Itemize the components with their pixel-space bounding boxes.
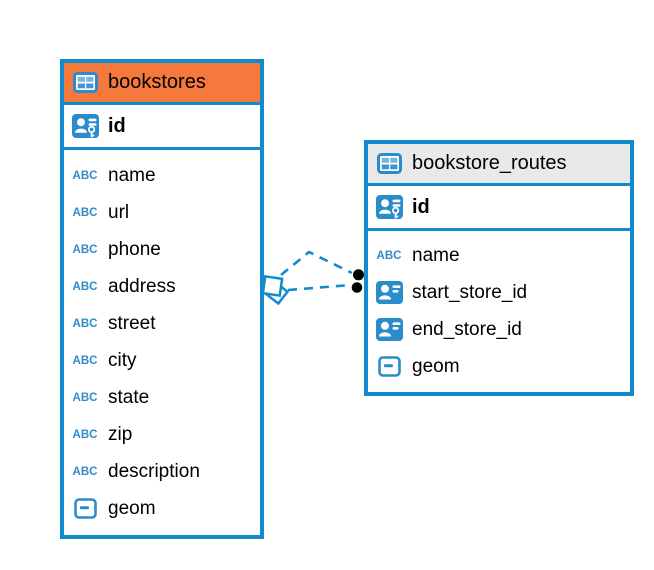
geometry-type-icon [375, 356, 403, 377]
column-name: address [108, 275, 176, 297]
column-row[interactable]: ABC name [368, 237, 630, 274]
column-row[interactable]: end_store_id [368, 311, 630, 348]
entity-header-bookstores[interactable]: bookstores [64, 63, 260, 105]
text-type-icon: ABC [72, 317, 98, 330]
relationship-line-2[interactable] [287, 283, 352, 292]
column-row-pk[interactable]: id [64, 105, 260, 147]
entity-table-bookstore-routes[interactable]: bookstore_routes id [364, 140, 634, 396]
column-name: description [108, 460, 200, 482]
text-type-icon: ABC [72, 428, 98, 441]
column-row[interactable]: ABC name [64, 157, 260, 194]
column-row[interactable]: start_store_id [368, 274, 630, 311]
text-type-icon: ABC [72, 354, 98, 367]
column-row[interactable]: ABC url [64, 194, 260, 231]
column-row-pk[interactable]: id [368, 186, 630, 228]
column-name: id [108, 114, 126, 137]
column-name: name [108, 164, 156, 186]
relationship-line-1[interactable] [280, 250, 353, 277]
primary-key-icon [71, 114, 99, 138]
column-name: state [108, 386, 150, 408]
entity-header-bookstore-routes[interactable]: bookstore_routes [368, 144, 630, 186]
column-name: phone [108, 238, 161, 260]
column-name: start_store_id [412, 281, 528, 303]
column-row[interactable]: geom [368, 348, 630, 385]
column-row[interactable]: ABC state [64, 379, 260, 416]
column-row[interactable]: ABC address [64, 268, 260, 305]
columns-section: ABC name start_store_id [368, 231, 630, 392]
entity-table-bookstores[interactable]: bookstores id [60, 59, 264, 539]
text-type-icon: ABC [72, 243, 98, 256]
table-icon [71, 72, 99, 93]
reference-column-icon [375, 281, 403, 304]
column-name: geom [108, 497, 156, 519]
entity-title: bookstores [108, 71, 206, 93]
column-row[interactable]: ABC street [64, 305, 260, 342]
text-type-icon: ABC [72, 280, 98, 293]
column-name: street [108, 312, 156, 334]
column-name: zip [108, 423, 133, 445]
column-name: geom [412, 355, 460, 377]
reference-column-icon [375, 318, 403, 341]
text-type-icon: ABC [72, 391, 98, 404]
column-name: city [108, 349, 137, 371]
column-row[interactable]: ABC description [64, 453, 260, 490]
column-name: id [412, 195, 430, 218]
column-name: url [108, 201, 130, 223]
diamond-end-marker [261, 274, 290, 306]
geometry-type-icon [71, 498, 99, 519]
primary-key-section: id [64, 105, 260, 150]
table-icon [375, 153, 403, 174]
text-type-icon: ABC [72, 206, 98, 219]
primary-key-icon [375, 195, 403, 219]
entity-title: bookstore_routes [412, 152, 567, 174]
column-row[interactable]: geom [64, 490, 260, 527]
primary-key-section: id [368, 186, 630, 231]
column-name: name [412, 244, 460, 266]
text-type-icon: ABC [376, 249, 402, 262]
column-name: end_store_id [412, 318, 522, 340]
text-type-icon: ABC [72, 169, 98, 182]
column-row[interactable]: ABC phone [64, 231, 260, 268]
columns-section: ABC name ABC url ABC phone ABC address A… [64, 150, 260, 535]
column-row[interactable]: ABC city [64, 342, 260, 379]
dot-end-marker [350, 267, 366, 295]
text-type-icon: ABC [72, 465, 98, 478]
column-row[interactable]: ABC zip [64, 416, 260, 453]
